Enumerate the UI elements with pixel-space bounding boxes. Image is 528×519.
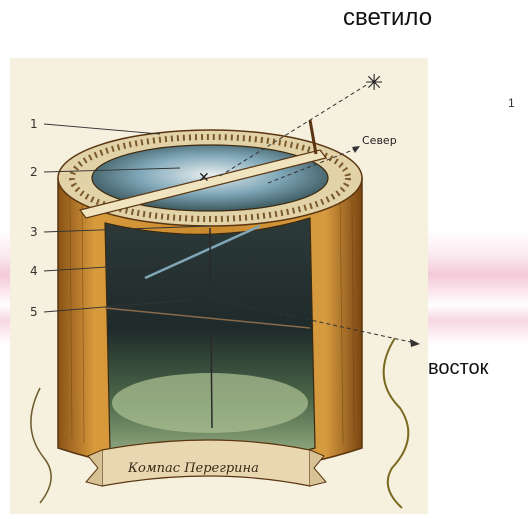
compass-drawing: ✕ ✳ Север 1 2 3 4 5 xyxy=(10,58,428,514)
east-label: восток xyxy=(428,357,488,380)
callout-5: 5 xyxy=(30,305,38,319)
banner-caption: Компас Перегрина xyxy=(127,461,259,476)
callout-2: 2 xyxy=(30,165,38,179)
callout-1: 1 xyxy=(30,117,38,131)
pivot-mark: ✕ xyxy=(198,170,210,186)
callout-4: 4 xyxy=(30,264,38,278)
inner-floor xyxy=(112,373,308,433)
peregrinus-compass-illustration: ✕ ✳ Север 1 2 3 4 5 xyxy=(10,58,428,514)
star-label: светило xyxy=(343,4,432,32)
star-icon: ✳ xyxy=(365,71,383,96)
corner-mark: 1 xyxy=(508,96,518,104)
north-label: Север xyxy=(362,134,397,147)
callout-3: 3 xyxy=(30,225,38,239)
